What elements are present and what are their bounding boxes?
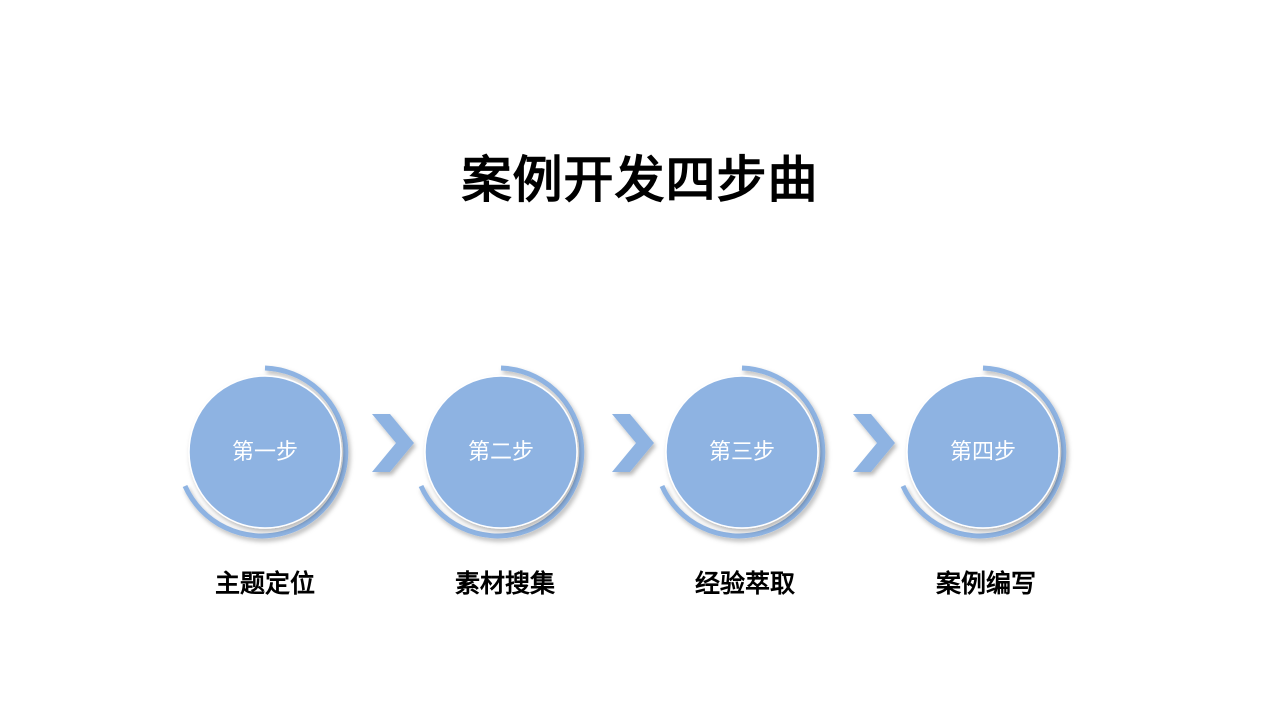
page-title: 案例开发四步曲 (461, 151, 819, 209)
step-2: 第二步 (418, 364, 598, 544)
step-label: 第三步 (708, 440, 775, 465)
chevron-right-icon (610, 410, 658, 476)
step-1: 第一步 (182, 364, 362, 544)
chevron-right-icon (370, 410, 418, 476)
step-label: 第一步 (231, 440, 298, 465)
step-name: 经验萃取 (694, 569, 795, 598)
step-circle-icon (182, 365, 349, 539)
step-4: 第四步 (900, 364, 1080, 544)
chevron-right-icon (851, 410, 899, 476)
step-circle-icon (900, 365, 1067, 539)
step-name: 素材搜集 (454, 569, 555, 598)
step-circle-icon (418, 365, 585, 539)
step-label: 第四步 (949, 440, 1016, 465)
step-name: 主题定位 (214, 569, 315, 598)
step-label: 第二步 (467, 440, 534, 465)
step-circle-icon (659, 365, 826, 539)
step-name: 案例编写 (935, 569, 1036, 598)
step-3: 第三步 (659, 364, 839, 544)
